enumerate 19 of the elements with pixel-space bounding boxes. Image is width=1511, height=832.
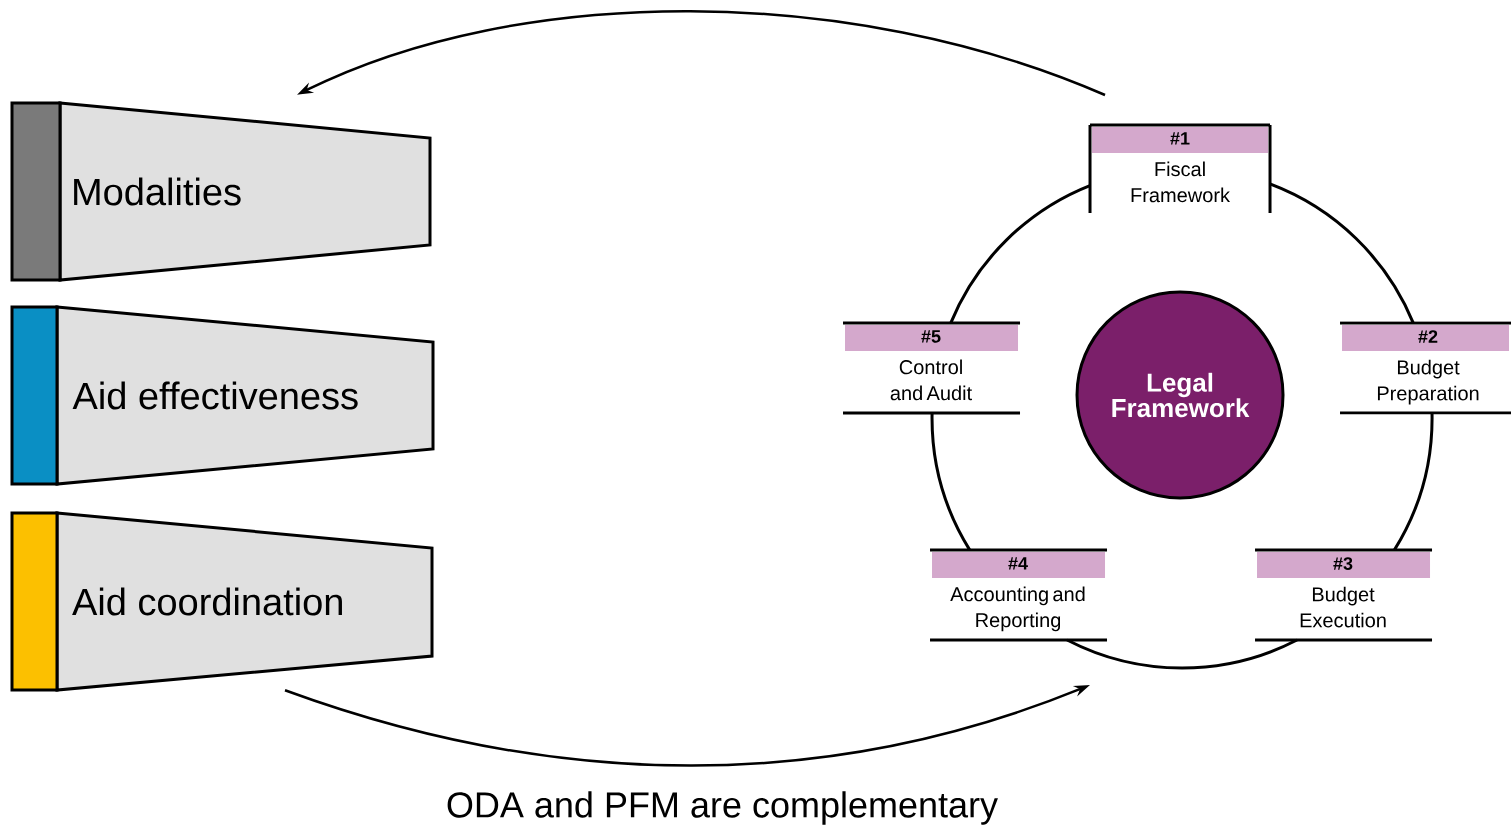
trapezoid-box: Modalities — [10, 101, 432, 282]
stage-box: #2 Budget Preparation — [1340, 321, 1511, 415]
ring-line — [1269, 182, 1415, 324]
stage-box: #4 Accounting and Reporting — [930, 548, 1107, 642]
node-label: Budget Execution — [1300, 586, 1386, 628]
trapezoid-box: Aid coordination — [10, 511, 434, 692]
ring-line — [1066, 638, 1298, 670]
node-label: Budget Preparation — [1377, 359, 1479, 405]
node-label: Control and Audit — [890, 359, 972, 401]
node-label: Accounting and Reporting — [950, 586, 1085, 632]
ring-line — [1393, 413, 1434, 551]
node-label: Fiscal Framework — [1131, 161, 1231, 203]
caption: ODA and PFM are complementary — [447, 791, 998, 825]
trapezoid-box: Aid effectiveness — [10, 305, 435, 486]
ring-line — [949, 183, 1092, 324]
ring-line — [930, 412, 972, 551]
stage-box: #5 Control and Audit — [843, 321, 1020, 415]
stage-box: #3 Budget Execution — [1255, 548, 1432, 642]
stage-box: #1 Fiscal Framework — [1088, 123, 1272, 213]
